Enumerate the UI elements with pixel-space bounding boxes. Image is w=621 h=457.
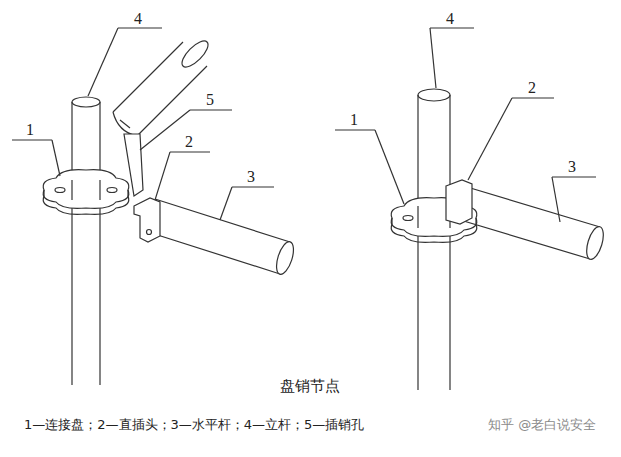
- disc-hole: [107, 188, 117, 193]
- callout-number: 1: [26, 121, 34, 139]
- bar-end: [583, 225, 606, 262]
- leader-line: [335, 129, 375, 130]
- parts-key: 1—连接盘；2—直插头；3—水平杆；4—立杆；5—插销孔: [24, 418, 364, 432]
- leader-line: [375, 130, 404, 204]
- leader-line: [155, 152, 170, 200]
- plug-hole: [147, 230, 152, 235]
- left-assembly: [12, 28, 297, 385]
- leader-line: [552, 176, 596, 177]
- callout-number: 3: [247, 168, 255, 186]
- tube-collar: [113, 112, 137, 136]
- figure-caption: 盘销节点: [280, 378, 340, 395]
- leader-line: [552, 177, 560, 222]
- watermark: 知乎 @老白说安全: [488, 418, 596, 432]
- callout-number: 4: [134, 10, 142, 28]
- disc-hole: [403, 216, 413, 221]
- leader-line: [88, 28, 118, 96]
- pole-edge: [99, 180, 100, 200]
- leader-line: [232, 186, 274, 187]
- leader-line: [430, 27, 474, 28]
- callout-number: 1: [350, 111, 358, 129]
- leader-line: [12, 139, 52, 140]
- right-assembly: [335, 28, 607, 390]
- pole-edge: [71, 102, 72, 385]
- leader-line: [170, 151, 210, 152]
- pole-front: [72, 182, 100, 196]
- disc-hole: [55, 188, 65, 193]
- callout-number: 4: [446, 10, 454, 28]
- pole-edge: [417, 206, 418, 228]
- leader-line: [512, 97, 554, 98]
- bar-end: [273, 240, 297, 277]
- straight-plug: [134, 198, 160, 242]
- straight-plug: [446, 180, 472, 224]
- leader-line: [468, 98, 512, 180]
- leader-line: [140, 110, 190, 150]
- leader-line: [118, 27, 162, 28]
- pole-top: [72, 97, 100, 107]
- callout-number: 2: [528, 79, 536, 97]
- horizontal-bar: [145, 199, 290, 274]
- callout-number: 2: [185, 133, 193, 151]
- wedge-pin: [124, 134, 143, 196]
- leader-line: [430, 28, 436, 88]
- leader-line: [220, 187, 232, 220]
- pole-top: [418, 89, 450, 101]
- tube-end: [178, 37, 212, 71]
- leader-line: [190, 109, 232, 110]
- pole-front: [418, 208, 450, 224]
- callout-number: 5: [206, 91, 214, 109]
- callout-number: 3: [568, 158, 576, 176]
- connection-disc: [43, 170, 129, 209]
- pole-edge: [71, 180, 72, 200]
- leader-line: [52, 140, 60, 176]
- pole-edge: [99, 102, 100, 385]
